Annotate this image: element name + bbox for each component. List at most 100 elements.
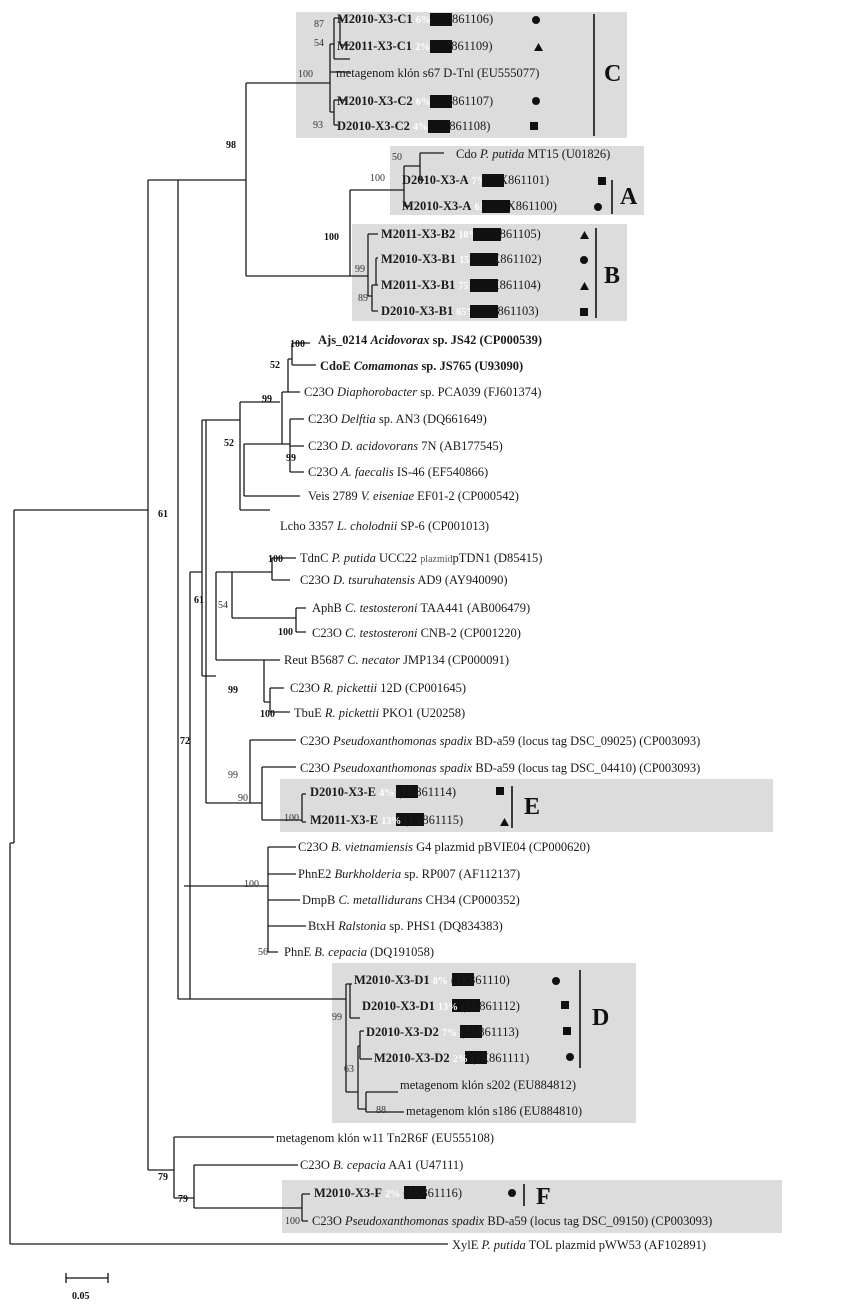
clade-bars: [511, 14, 613, 1206]
bootstrap-value: 52: [224, 438, 234, 449]
bootstrap-value: 54: [314, 38, 324, 49]
circle-marker: [594, 203, 602, 211]
circle-marker: [532, 97, 540, 105]
tip-label: C23O Diaphorobacter sp. PCA039 (FJ601374…: [304, 385, 541, 399]
clade-letter-e: E: [524, 794, 540, 820]
square-marker: [563, 1027, 571, 1035]
square-marker: [561, 1001, 569, 1009]
triangle-marker: [500, 818, 509, 826]
bootstrap-values: 87 54 100 93 50 100 99 89 100 98 100 52 …: [158, 19, 402, 1227]
scale-bar: [65, 1273, 109, 1283]
tip-label: DmpB C. metallidurans CH34 (CP000352): [302, 893, 520, 907]
bootstrap-value: 56: [258, 947, 268, 958]
circle-marker: [532, 16, 540, 24]
bootstrap-value: 99: [332, 1012, 342, 1023]
bootstrap-value: 99: [262, 394, 272, 405]
clade-letter-d: D: [592, 1005, 609, 1031]
tip-label: D2010-X3-C2 4% (JX861108): [337, 119, 490, 133]
tip-label: PhnE2 Burkholderia sp. RP007 (AF112137): [298, 867, 520, 881]
circle-marker: [566, 1053, 574, 1061]
circle-marker: [580, 256, 588, 264]
bootstrap-value: 50: [392, 152, 402, 163]
bootstrap-value: 99: [228, 685, 238, 696]
bootstrap-value: 100: [298, 69, 313, 80]
clade-letter-f: F: [536, 1184, 551, 1210]
bootstrap-value: 100: [285, 1216, 300, 1227]
tip-label: Lcho 3357 L. cholodnii SP-6 (CP001013): [280, 519, 489, 533]
tip-label: AphB C. testosteroni TAA441 (AB006479): [312, 601, 530, 615]
tip-label: M2010-X3-C1 6% (JX861106): [337, 12, 493, 26]
tip-label: Cdo P. putida MT15 (U01826): [456, 147, 610, 161]
tip-label: M2010-X3-C2 6% (JX861107): [337, 94, 493, 108]
clade-letter-b: B: [604, 263, 620, 289]
triangle-marker: [580, 282, 589, 290]
bootstrap-value: 63: [344, 1064, 354, 1075]
tip-label: BtxH Ralstonia sp. PHS1 (DQ834383): [308, 919, 503, 933]
scale-bar-label: 0.05: [72, 1291, 90, 1302]
tip-label: Ajs_0214 Acidovorax sp. JS42 (CP000539): [318, 333, 542, 347]
sample-markers: [496, 16, 606, 1197]
tip-label: C23O Pseudoxanthomonas spadix BD-a59 (lo…: [312, 1214, 712, 1228]
bootstrap-value: 93: [313, 120, 323, 131]
clade-letter-c: C: [604, 61, 621, 87]
clade-box-e: [280, 779, 773, 832]
tip-label: M2010-X3-D2 2% (JX861111): [374, 1051, 529, 1065]
bootstrap-value: 100: [324, 232, 339, 243]
clade-boxes: [280, 12, 782, 1233]
tip-label: M2010-X3-A 61% (JX861100): [402, 199, 557, 213]
tip-label: D2010-X3-B1 65% (JX861103): [381, 304, 539, 318]
bootstrap-value: 61: [194, 595, 204, 606]
tip-label: M2010-X3-F 2% (JX861116): [314, 1186, 462, 1200]
tip-label: C23O D. acidovorans 7N (AB177545): [308, 439, 503, 453]
tip-label: C23O D. tsuruhatensis AD9 (AY940090): [300, 573, 508, 587]
tip-label: M2010-X3-B1 15% (JX861102): [381, 252, 542, 266]
tip-label: D2010-X3-E 4% (JX861114): [310, 785, 456, 799]
square-marker: [496, 787, 504, 795]
bootstrap-value: 89: [358, 293, 368, 304]
tree-branches: [9, 17, 448, 1245]
tip-label: C23O B. vietnamiensis G4 plazmid pBVIE04…: [298, 840, 590, 854]
square-marker: [530, 122, 538, 130]
tip-label: M2011-X3-E 13% (JX861115): [310, 813, 463, 827]
clade-box-d: [332, 963, 636, 1123]
triangle-marker: [534, 43, 543, 51]
bootstrap-value: 100: [260, 709, 275, 720]
bootstrap-value: 87: [314, 19, 324, 30]
circle-marker: [552, 977, 560, 985]
bootstrap-value: 54: [218, 600, 228, 611]
bootstrap-value: 61: [158, 509, 168, 520]
tip-label: Reut B5687 C. necator JMP134 (CP000091): [284, 653, 509, 667]
tip-label: C23O A. faecalis IS-46 (EF540866): [308, 465, 488, 479]
tip-label: C23O R. pickettii 12D (CP001645): [290, 681, 466, 695]
abundance-badge: 6%: [416, 15, 431, 26]
bootstrap-value: 100: [290, 339, 305, 350]
bootstrap-value: 99: [355, 264, 365, 275]
tip-label: C23O Delftia sp. AN3 (DQ661649): [308, 412, 487, 426]
bootstrap-value: 52: [270, 360, 280, 371]
clade-letter-a: A: [620, 184, 638, 210]
tip-label: M2011-X3-B1 75% (JX861104): [381, 278, 541, 292]
tip-label: M2010-X3-D1 8% (JX861110): [354, 973, 510, 987]
circle-marker: [508, 1189, 516, 1197]
bootstrap-value: 98: [226, 140, 236, 151]
reference-labels: Ajs_0214 Acidovorax sp. JS42 (CP000539) …: [276, 333, 712, 1252]
bootstrap-value: 100: [284, 813, 299, 824]
bootstrap-value: 100: [268, 554, 283, 565]
tip-label: D2010-X3-D1 13% (JX861112): [362, 999, 520, 1013]
clade-box-f: [282, 1180, 782, 1233]
bootstrap-value: 99: [286, 453, 296, 464]
triangle-marker: [580, 231, 589, 239]
tip-label: M2011-X3-B2 10% (JX861105): [381, 227, 541, 241]
tip-label: TdnC P. putida UCC22 plazmidpTDN1 (D8541…: [300, 551, 542, 565]
tip-label: metagenom klón s67 D-Tnl (EU555077): [336, 66, 539, 80]
tip-label: D2010-X3-D2 7% (JX861113): [366, 1025, 519, 1039]
tip-label: D2010-X3-A 7% (JX861101): [402, 173, 549, 187]
bootstrap-value: 100: [370, 173, 385, 184]
tip-label: CdoE Comamonas sp. JS765 (U93090): [320, 359, 523, 373]
bootstrap-value: 99: [228, 770, 238, 781]
tip-label: C23O C. testosteroni CNB-2 (CP001220): [312, 626, 521, 640]
tip-label: Veis 2789 V. eiseniae EF01-2 (CP000542): [308, 489, 519, 503]
bootstrap-value: 79: [158, 1172, 168, 1183]
bootstrap-value: 79: [178, 1194, 188, 1205]
